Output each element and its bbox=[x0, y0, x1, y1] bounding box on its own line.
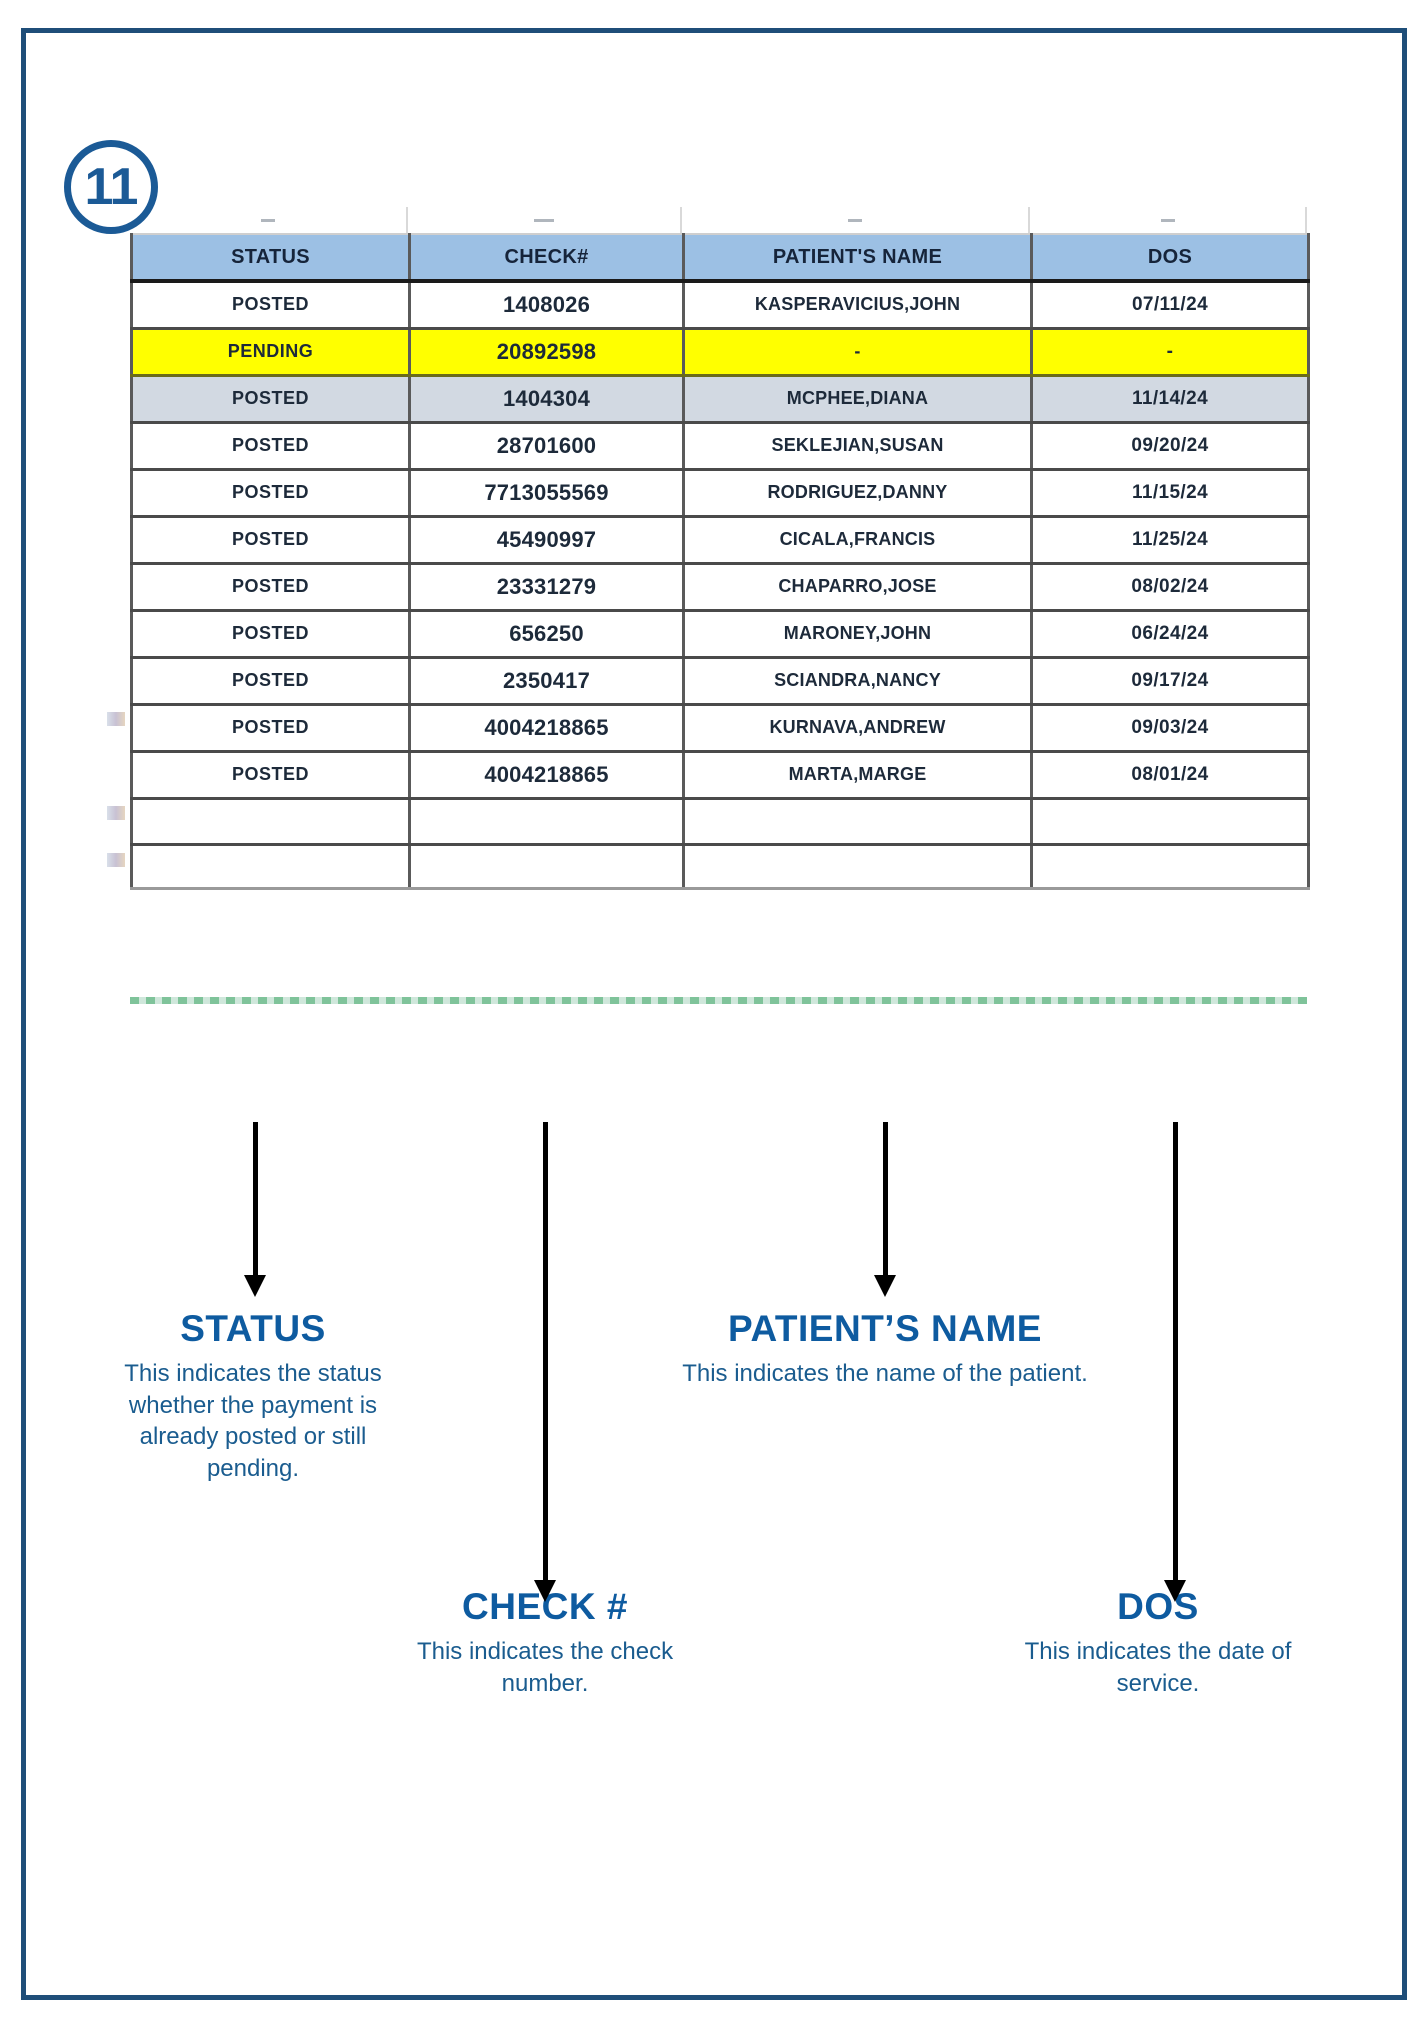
cell-patient-name[interactable]: MARONEY,JOHN bbox=[682, 608, 1033, 659]
cell-status[interactable]: POSTED bbox=[130, 467, 411, 518]
cell-dos[interactable]: - bbox=[1030, 326, 1310, 377]
cell-patient-name[interactable]: CHAPARRO,JOSE bbox=[682, 561, 1033, 612]
cell-check[interactable]: 20892598 bbox=[408, 326, 685, 377]
callout-status: STATUS This indicates the status whether… bbox=[93, 1308, 413, 1485]
cell-dos[interactable]: 06/24/24 bbox=[1030, 608, 1310, 659]
cell-status[interactable]: POSTED bbox=[130, 749, 411, 800]
cell-status[interactable]: POSTED bbox=[130, 655, 411, 706]
column-strip-cell-name[interactable] bbox=[682, 207, 1030, 233]
column-strip-cell-status[interactable] bbox=[130, 207, 408, 233]
table-header-row: STATUS CHECK# PATIENT'S NAME DOS bbox=[130, 233, 1310, 283]
cut-off-text-fragment bbox=[107, 806, 125, 820]
cell-dos[interactable]: 11/14/24 bbox=[1030, 373, 1310, 424]
column-filter-tick-icon bbox=[534, 218, 554, 222]
cell-empty[interactable] bbox=[130, 796, 411, 846]
cell-patient-name[interactable]: CICALA,FRANCIS bbox=[682, 514, 1033, 565]
column-header-check[interactable]: CHECK# bbox=[408, 233, 685, 283]
cell-empty[interactable] bbox=[1030, 842, 1310, 890]
cut-off-text-fragment bbox=[107, 853, 125, 867]
cell-patient-name[interactable]: SCIANDRA,NANCY bbox=[682, 655, 1033, 706]
callout-status-description: This indicates the status whether the pa… bbox=[124, 1359, 382, 1482]
callout-dos-description: This indicates the date of service. bbox=[1024, 1637, 1292, 1697]
column-header-patient-name[interactable]: PATIENT'S NAME bbox=[682, 233, 1033, 283]
column-header-status[interactable]: STATUS bbox=[130, 233, 411, 283]
cell-check[interactable]: 4004218865 bbox=[408, 702, 685, 753]
cell-patient-name[interactable]: KASPERAVICIUS,JOHN bbox=[682, 279, 1033, 330]
cell-patient-name[interactable]: MARTA,MARGE bbox=[682, 749, 1033, 800]
cell-check[interactable]: 1408026 bbox=[408, 279, 685, 330]
column-filter-tick-icon bbox=[1160, 218, 1175, 222]
callout-patient-name-description: This indicates the name of the patient. bbox=[682, 1359, 1088, 1387]
cell-empty[interactable] bbox=[408, 796, 685, 846]
callout-check-description: This indicates the check number. bbox=[416, 1637, 674, 1697]
cell-empty[interactable] bbox=[130, 842, 411, 890]
cell-dos[interactable]: 07/11/24 bbox=[1030, 279, 1310, 330]
column-filter-tick-icon bbox=[261, 218, 275, 222]
column-header-strip bbox=[130, 207, 1307, 233]
cell-dos[interactable]: 09/20/24 bbox=[1030, 420, 1310, 471]
cell-status[interactable]: POSTED bbox=[130, 420, 411, 471]
cell-check[interactable]: 28701600 bbox=[408, 420, 685, 471]
cell-check[interactable]: 7713055569 bbox=[408, 467, 685, 518]
cell-patient-name[interactable]: - bbox=[682, 326, 1033, 377]
cell-status[interactable]: POSTED bbox=[130, 373, 411, 424]
cell-patient-name[interactable]: SEKLEJIAN,SUSAN bbox=[682, 420, 1033, 471]
callout-status-title: STATUS bbox=[180, 1308, 326, 1349]
cell-patient-name[interactable]: MCPHEE,DIANA bbox=[682, 373, 1033, 424]
cell-check[interactable]: 1404304 bbox=[408, 373, 685, 424]
cell-empty[interactable] bbox=[1030, 796, 1310, 846]
cell-status[interactable]: PENDING bbox=[130, 326, 411, 377]
cell-check[interactable]: 4004218865 bbox=[408, 749, 685, 800]
column-strip-cell-check[interactable] bbox=[408, 207, 682, 233]
cell-check[interactable]: 45490997 bbox=[408, 514, 685, 565]
callout-patient-name: PATIENT’S NAME This indicates the name o… bbox=[645, 1308, 1125, 1390]
cell-empty[interactable] bbox=[682, 842, 1033, 890]
table-empty-row[interactable] bbox=[130, 842, 1310, 890]
callout-patient-name-title: PATIENT’S NAME bbox=[728, 1308, 1042, 1349]
callout-dos: DOS This indicates the date of service. bbox=[1013, 1586, 1303, 1699]
step-number-badge: 11 bbox=[64, 140, 158, 234]
cell-dos[interactable]: 11/25/24 bbox=[1030, 514, 1310, 565]
cell-status[interactable]: POSTED bbox=[130, 561, 411, 612]
column-header-dos[interactable]: DOS bbox=[1030, 233, 1310, 283]
cell-dos[interactable]: 09/03/24 bbox=[1030, 702, 1310, 753]
marching-ants-selection-line bbox=[130, 997, 1307, 1004]
step-number-label: 11 bbox=[84, 158, 139, 216]
cell-empty[interactable] bbox=[408, 842, 685, 890]
cell-status[interactable]: POSTED bbox=[130, 608, 411, 659]
cell-status[interactable]: POSTED bbox=[130, 279, 411, 330]
cell-empty[interactable] bbox=[682, 796, 1033, 846]
cell-dos[interactable]: 11/15/24 bbox=[1030, 467, 1310, 518]
cell-dos[interactable]: 08/02/24 bbox=[1030, 561, 1310, 612]
cell-patient-name[interactable]: RODRIGUEZ,DANNY bbox=[682, 467, 1033, 518]
cell-patient-name[interactable]: KURNAVA,ANDREW bbox=[682, 702, 1033, 753]
cell-check[interactable]: 656250 bbox=[408, 608, 685, 659]
column-strip-cell-dos[interactable] bbox=[1030, 207, 1307, 233]
cell-status[interactable]: POSTED bbox=[130, 514, 411, 565]
cut-off-text-fragment bbox=[107, 712, 125, 726]
cell-check[interactable]: 23331279 bbox=[408, 561, 685, 612]
callout-dos-title: DOS bbox=[1117, 1586, 1199, 1627]
callout-check: CHECK # This indicates the check number. bbox=[385, 1587, 705, 1699]
table-empty-row[interactable] bbox=[130, 796, 1310, 846]
cell-check[interactable]: 2350417 bbox=[408, 655, 685, 706]
column-filter-tick-icon bbox=[848, 218, 862, 222]
cell-status[interactable]: POSTED bbox=[130, 702, 411, 753]
cell-dos[interactable]: 08/01/24 bbox=[1030, 749, 1310, 800]
cell-dos[interactable]: 09/17/24 bbox=[1030, 655, 1310, 706]
